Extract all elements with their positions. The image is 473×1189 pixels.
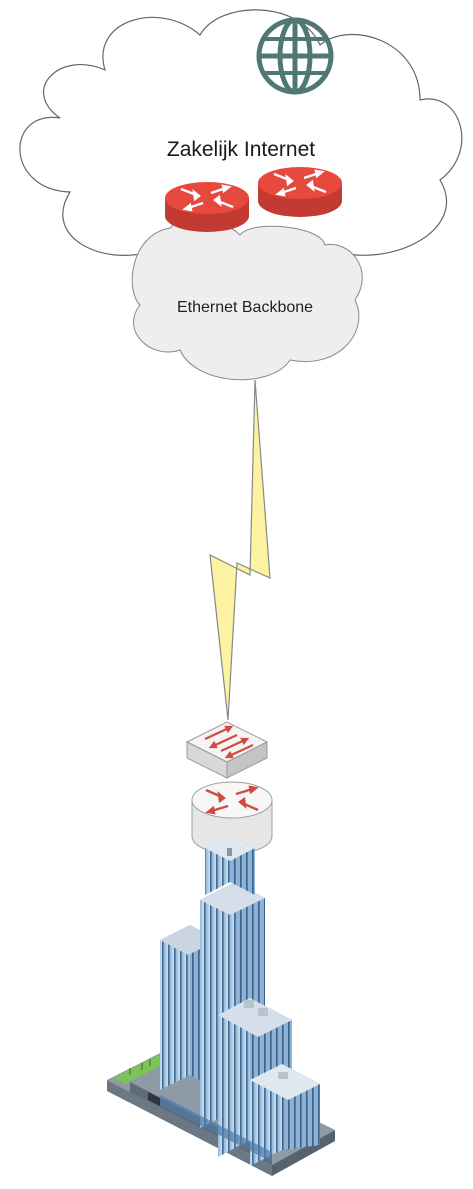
backbone-router-1 xyxy=(165,182,249,232)
backbone-cloud-label: Ethernet Backbone xyxy=(130,299,360,317)
internet-cloud-label: Zakelijk Internet xyxy=(96,138,386,162)
lightning-link-icon xyxy=(210,380,270,720)
globe-icon xyxy=(259,20,331,92)
switch-icon xyxy=(187,722,267,778)
backbone-router-2 xyxy=(258,167,342,217)
